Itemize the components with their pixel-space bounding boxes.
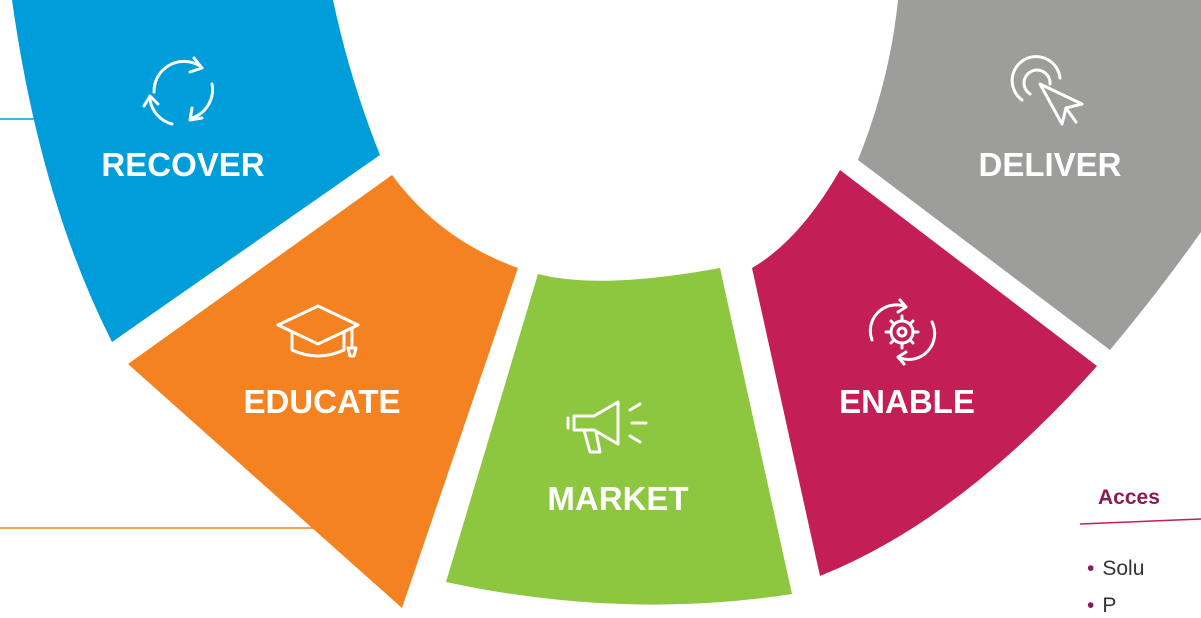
segment-label-market: MARKET <box>547 480 688 517</box>
graduation-cap-icon <box>276 304 360 358</box>
segment-enable <box>752 170 1097 576</box>
segment-educate <box>128 175 518 608</box>
side-panel-bullet: •P <box>1087 594 1116 618</box>
segment-label-recover: RECOVER <box>101 146 264 183</box>
gear-cycle-icon <box>868 298 937 366</box>
segment-label-enable: ENABLE <box>839 383 975 420</box>
side-panel-bullet: • Solu <box>1087 557 1144 581</box>
segment-deliver <box>858 0 1201 350</box>
side-panel-heading: Acces <box>1098 486 1160 509</box>
divider-rule-right <box>1079 518 1201 525</box>
recycle-arrows-icon <box>142 56 214 126</box>
bullet-text: P <box>1102 594 1117 617</box>
segment-label-educate: EDUCATE <box>243 383 400 420</box>
segment-recover <box>12 0 380 342</box>
megaphone-icon <box>566 400 648 454</box>
segment-label-deliver: DELIVER <box>978 146 1121 183</box>
click-cursor-icon <box>1010 55 1084 126</box>
bullet-dot: • <box>1087 594 1095 617</box>
bullet-text: Solu <box>1102 557 1145 580</box>
bullet-dot: • <box>1087 557 1095 580</box>
